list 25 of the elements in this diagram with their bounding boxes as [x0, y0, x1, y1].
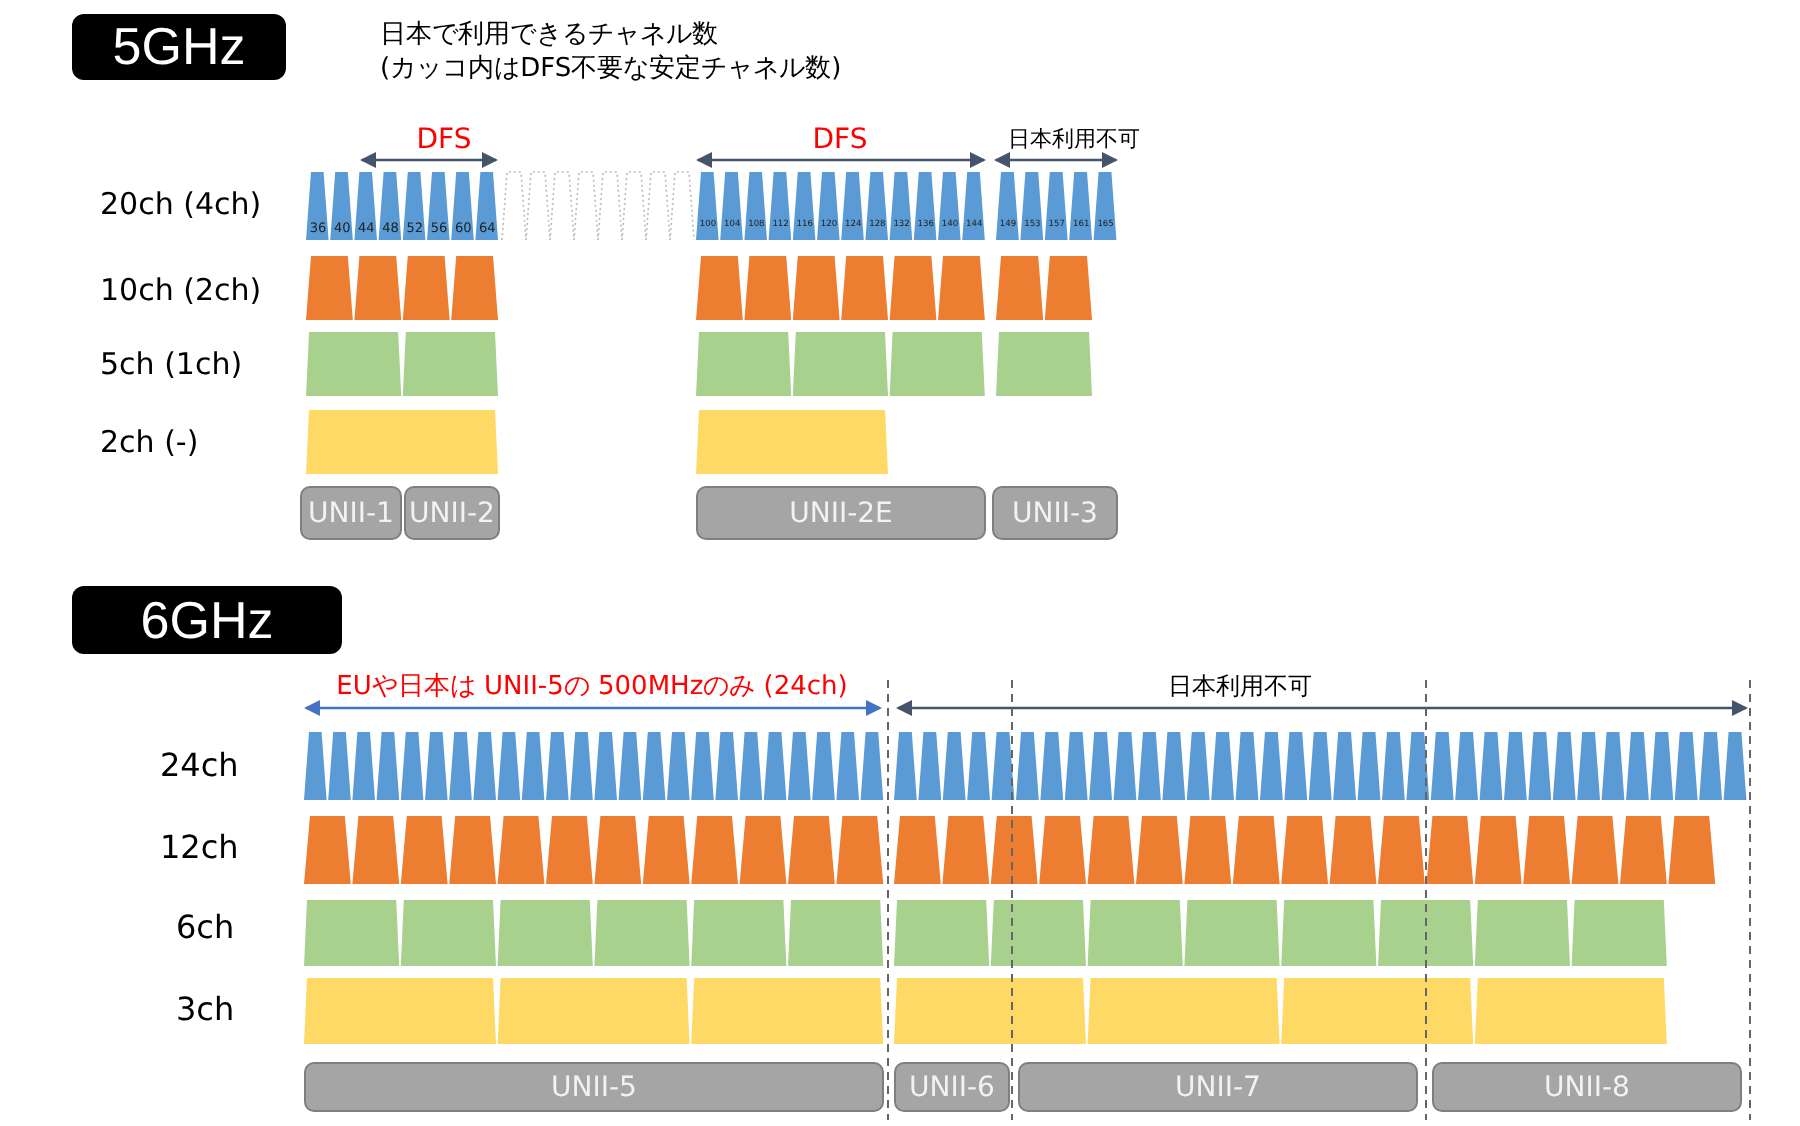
- row-label: 3ch: [176, 994, 235, 1026]
- band-box: UNII-3: [992, 486, 1118, 540]
- dfs-label: DFS: [416, 126, 472, 154]
- row-label: 24ch: [160, 750, 239, 782]
- row-label: 20ch (4ch): [100, 190, 262, 220]
- dfs-label: DFS: [812, 126, 868, 154]
- row-label: 5ch (1ch): [100, 350, 243, 380]
- band-box: UNII-2E: [696, 486, 986, 540]
- band-box: UNII-6: [894, 1062, 1010, 1112]
- note-label: EUや日本は UNII-5の 500MHzのみ (24ch): [336, 674, 848, 700]
- row-label: 6ch: [176, 912, 235, 944]
- caption-text: (カッコ内はDFS不要な安定チャネル数): [380, 56, 842, 82]
- band-title-box: 5GHz: [72, 14, 286, 80]
- caption-text: 日本で利用できるチャネル数: [380, 22, 718, 48]
- band-box: UNII-7: [1018, 1062, 1418, 1112]
- band-box: UNII-5: [304, 1062, 884, 1112]
- note-label: 日本利用不可: [1008, 128, 1140, 150]
- note-label: 日本利用不可: [1168, 674, 1312, 698]
- row-label: 10ch (2ch): [100, 276, 262, 306]
- band-box: UNII-2: [404, 486, 500, 540]
- band-box: UNII-1: [300, 486, 402, 540]
- band-box: UNII-8: [1432, 1062, 1742, 1112]
- row-label: 12ch: [160, 832, 239, 864]
- band-title-box: 6GHz: [72, 586, 342, 654]
- row-label: 2ch (-): [100, 428, 199, 458]
